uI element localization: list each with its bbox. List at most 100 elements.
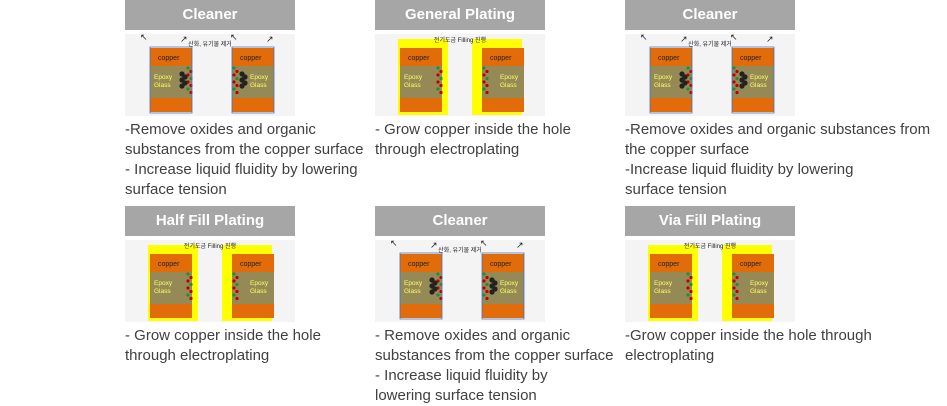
epoxy-label: Epoxy <box>404 280 423 287</box>
copper-label: copper <box>408 261 430 268</box>
particle-dot <box>686 66 690 70</box>
particle-dot <box>485 90 489 95</box>
contaminant-dot <box>489 289 495 295</box>
particle-dot <box>686 87 690 91</box>
contaminant-dot <box>739 83 745 89</box>
particle-dot <box>189 289 193 294</box>
glass-label: Glass <box>750 288 767 295</box>
arrow-icon: ↖ <box>230 34 238 42</box>
particle-dot <box>186 286 190 290</box>
epoxy-label: Epoxy <box>154 280 173 287</box>
particle-dot <box>232 66 236 70</box>
copper-label: copper <box>240 55 262 62</box>
copper-layer-top <box>400 48 442 66</box>
particle-dot <box>735 76 739 81</box>
epoxy-label: Epoxy <box>500 280 519 287</box>
copper-layer-bottom <box>150 98 192 112</box>
epoxy-layer <box>232 66 274 98</box>
copper-layer-top <box>150 48 192 66</box>
particle-dot <box>732 80 736 84</box>
arrow-icon: ↗ <box>266 34 274 44</box>
copper-layer-top <box>482 48 524 66</box>
epoxy-layer <box>732 66 774 98</box>
particle-dot <box>732 279 736 283</box>
glass-label: Glass <box>250 82 267 89</box>
particle-dot <box>436 80 440 84</box>
particle-dot <box>686 272 690 276</box>
particle-dot <box>439 83 443 88</box>
glass-label: Glass <box>250 288 267 295</box>
particle-dot <box>235 76 239 81</box>
copper-label: copper <box>408 55 430 62</box>
diagram-note: 전기도금 Filling 진행 <box>434 36 486 44</box>
particle-dot <box>735 90 739 95</box>
particle-dot <box>439 76 443 81</box>
particle-dot <box>232 293 236 297</box>
card-description: -Grow copper inside the hole through ele… <box>625 327 872 364</box>
diagram-note: 산화, 유기물 제거 <box>688 40 732 48</box>
particle-dot <box>436 73 440 77</box>
particle-dot <box>439 90 443 95</box>
copper-layer-top <box>150 254 192 272</box>
epoxy-label: Epoxy <box>750 280 769 287</box>
copper-label: copper <box>490 55 512 62</box>
card-title: Cleaner <box>125 0 295 30</box>
arrow-icon: ↖ <box>640 34 648 42</box>
arrow-icon: ↗ <box>180 34 188 44</box>
cleaner-outline <box>649 46 693 114</box>
particle-dot <box>232 272 236 276</box>
particle-dot <box>436 87 440 91</box>
epoxy-label: Epoxy <box>654 280 673 287</box>
copper-label: copper <box>740 55 762 62</box>
copper-label: copper <box>740 261 762 268</box>
particle-dot <box>732 73 736 77</box>
particle-dot <box>189 275 193 280</box>
particle-dot <box>735 289 739 294</box>
epoxy-label: Epoxy <box>154 74 173 81</box>
card-description: - Remove oxides and organic substances f… <box>375 327 614 404</box>
card-description: - Grow copper inside the hole through el… <box>125 327 321 364</box>
epoxy-layer <box>732 272 774 304</box>
copper-layer-top <box>232 254 274 272</box>
copper-layer-bottom <box>400 304 442 318</box>
particle-dot <box>482 73 486 77</box>
copper-layer-top <box>732 48 774 66</box>
particle-dot <box>485 83 489 88</box>
glass-label: Glass <box>404 288 421 295</box>
particle-dot <box>732 66 736 70</box>
particle-dot <box>689 282 693 287</box>
glass-label: Glass <box>500 82 517 89</box>
card-title: Cleaner <box>375 206 545 236</box>
arrow-icon: ↗ <box>766 34 774 44</box>
particle-dot <box>485 76 489 81</box>
particle-dot <box>485 282 489 287</box>
copper-layer-bottom <box>232 304 274 318</box>
copper-label: copper <box>658 261 680 268</box>
contaminant-dot <box>239 83 245 89</box>
contaminant-dot <box>179 83 185 89</box>
particle-dot <box>235 289 239 294</box>
diagram-note: 전기도금 Filling 진행 <box>184 242 236 250</box>
particle-dot <box>436 272 440 276</box>
diagram-note: 산화, 유기물 제거 <box>438 246 482 254</box>
copper-layer-bottom <box>400 98 442 112</box>
particle-dot <box>235 296 239 301</box>
epoxy-layer <box>232 272 274 304</box>
particle-dot <box>689 275 693 280</box>
arrow-icon: ↗ <box>430 240 438 250</box>
particle-dot <box>232 279 236 283</box>
copper-layer-bottom <box>482 304 524 318</box>
card-description: - Grow copper inside the hole through el… <box>375 121 571 158</box>
epoxy-layer <box>482 66 524 98</box>
particle-dot <box>436 293 440 297</box>
copper-label: copper <box>158 261 180 268</box>
particle-dot <box>186 87 190 91</box>
epoxy-label: Epoxy <box>750 74 769 81</box>
card-title: General Plating <box>375 0 545 30</box>
